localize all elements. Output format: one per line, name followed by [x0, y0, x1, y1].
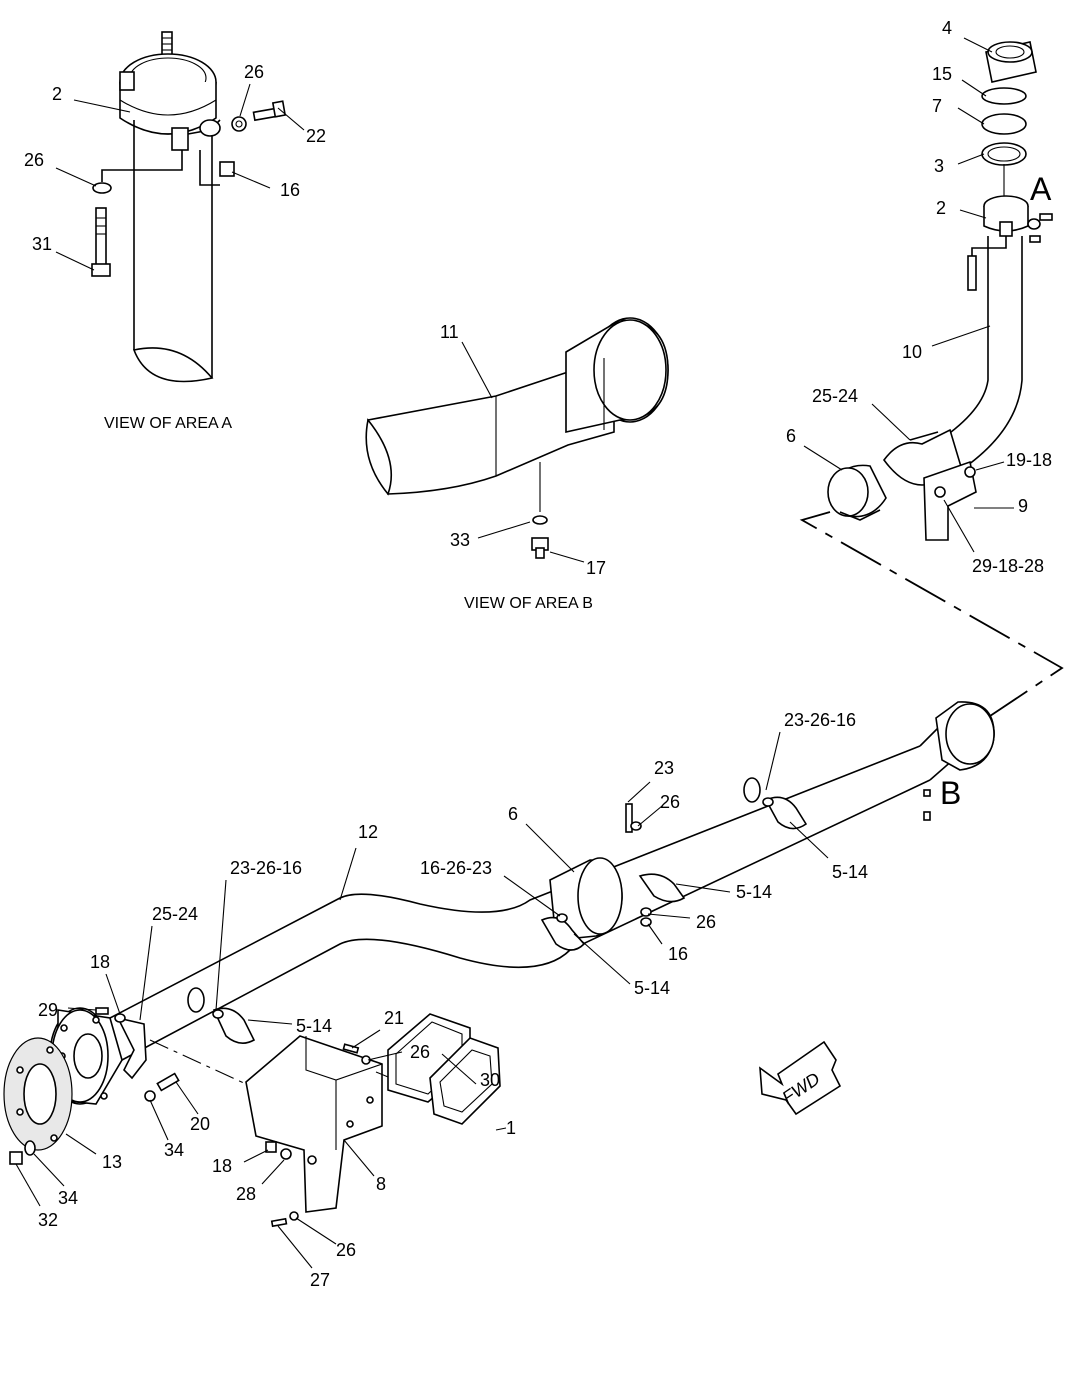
callout-label: 16-26-23 [420, 858, 492, 878]
callout-label: 6 [508, 804, 518, 824]
callout-label: 9 [1018, 496, 1028, 516]
callout-label: 26 [336, 1240, 356, 1260]
callout-label: 11 [440, 322, 459, 342]
callout-label: 18 [90, 952, 110, 972]
callout-label: 7 [932, 96, 942, 116]
callout-label: 25-24 [152, 904, 198, 924]
callout-label: 2 [936, 198, 946, 218]
callout-label: 26 [24, 150, 44, 170]
callout-label: 20 [190, 1114, 210, 1134]
main-exhaust-pipe [3, 701, 995, 1269]
callout-label: 34 [58, 1188, 78, 1208]
callout-label: 19-18 [1006, 450, 1052, 470]
callout-label: 22 [306, 126, 326, 146]
callout-label: 23-26-16 [230, 858, 302, 878]
callout-label: 30 [480, 1070, 500, 1090]
callout-label: 2 [52, 84, 62, 104]
callout-label: 18 [212, 1156, 232, 1176]
callout-label: 5-14 [296, 1016, 332, 1036]
callout-label: 5-14 [736, 882, 772, 902]
callout-labels: 4 15 7 3 2 10 25-24 6 19-18 9 29-18-28 1… [24, 18, 1052, 1290]
callout-label: 3 [934, 156, 944, 176]
upper-right-assembly [803, 37, 1053, 553]
callout-label: 10 [902, 342, 922, 362]
detail-view-area-b: VIEW OF AREA B [365, 317, 669, 612]
callout-label: 17 [586, 558, 606, 578]
callout-label: 31 [32, 234, 52, 254]
callout-label: 29-18-28 [972, 556, 1044, 576]
callout-label: 4 [942, 18, 952, 38]
callout-label: 23 [654, 758, 674, 778]
callout-label: 8 [376, 1174, 386, 1194]
detail-view-area-a: VIEW OF AREA A [55, 31, 305, 432]
callout-label: 26 [410, 1042, 430, 1062]
callout-label: 34 [164, 1140, 184, 1160]
callout-label: 5-14 [832, 862, 868, 882]
callout-label: 25-24 [812, 386, 858, 406]
callout-label: 16 [668, 944, 688, 964]
callout-label: 26 [660, 792, 680, 812]
caption-view-of-area-b: VIEW OF AREA B [464, 595, 593, 612]
callout-label: 12 [358, 822, 378, 842]
callout-label: 26 [244, 62, 264, 82]
callout-label: 32 [38, 1210, 58, 1230]
callout-label: 21 [384, 1008, 404, 1028]
callout-label: 23-26-16 [784, 710, 856, 730]
area-marker-b: B [940, 775, 961, 811]
callout-label: 29 [38, 1000, 58, 1020]
callout-label: 27 [310, 1270, 330, 1290]
forward-direction-arrow: FWD [759, 1040, 842, 1116]
area-marker-a: A [1030, 171, 1052, 207]
callout-label: 33 [450, 530, 470, 550]
callout-label: 6 [786, 426, 796, 446]
callout-label: 1 [506, 1118, 516, 1138]
caption-view-of-area-a: VIEW OF AREA A [104, 415, 232, 432]
callout-label: 5-14 [634, 978, 670, 998]
callout-label: 13 [102, 1152, 122, 1172]
callout-label: 26 [696, 912, 716, 932]
callout-label: 16 [280, 180, 300, 200]
callout-label: 28 [236, 1184, 256, 1204]
connection-line-upper-to-lower [799, 511, 1064, 717]
callout-label: 15 [932, 64, 952, 84]
